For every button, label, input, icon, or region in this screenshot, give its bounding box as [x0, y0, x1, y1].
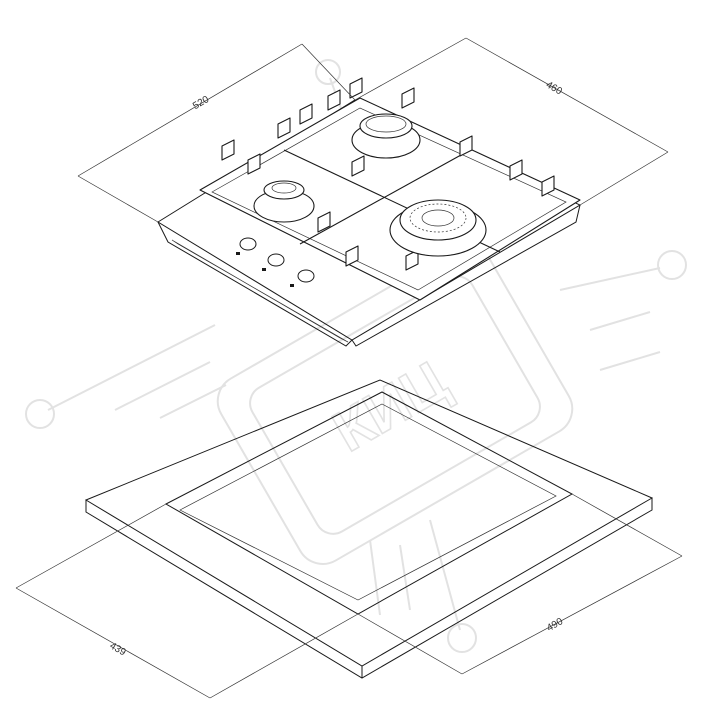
countertop-edge — [85, 498, 653, 679]
grate-finger — [351, 155, 365, 177]
grate-finger — [277, 117, 291, 139]
grate-finger — [509, 159, 523, 181]
knob-icon — [297, 269, 315, 283]
burner-wok-flame-ports — [409, 203, 467, 233]
grate-finger — [299, 103, 313, 125]
knob-icon — [267, 253, 285, 267]
ext-line-439-b — [209, 613, 359, 699]
grate-fingers — [221, 77, 555, 271]
dim-label-439: 439 — [108, 641, 128, 659]
burner-left-cap — [263, 180, 305, 200]
dim-line-439 — [15, 587, 211, 699]
grate-finger — [459, 135, 473, 157]
indicator-mark — [236, 252, 240, 255]
watermark-line-left-3 — [159, 384, 227, 419]
dim-line-490 — [461, 555, 683, 675]
ext-line-439-a — [15, 503, 167, 589]
knob-icon — [239, 237, 257, 251]
watermark-frame-outer — [216, 245, 574, 565]
burner-rear-cap — [359, 113, 413, 139]
burner-left — [253, 180, 315, 223]
watermark-circle-top — [315, 59, 341, 85]
grate-finger — [247, 153, 261, 175]
watermark-circle-bottom — [447, 623, 477, 653]
dim-label-460: 460 — [544, 80, 564, 98]
watermark-line-right-3 — [599, 351, 661, 371]
ext-line-460-a — [354, 37, 467, 101]
hob-plate-right-edge — [351, 204, 581, 347]
watermark-line-bottom-2 — [369, 539, 381, 616]
ext-line-490-b — [571, 493, 683, 557]
control-knobs — [236, 237, 315, 287]
watermark-line-right — [559, 267, 661, 291]
burner-wok-center — [421, 209, 455, 227]
grate-divider-2 — [299, 149, 471, 245]
cutout-inner-edge — [179, 403, 557, 601]
ext-line-520-b — [301, 43, 356, 101]
watermark-line-left — [47, 324, 216, 411]
watermark-line-right-2 — [589, 311, 651, 331]
burner-left-cap-top — [271, 182, 297, 194]
watermark-line-left-2 — [114, 361, 211, 411]
ext-line-520-a — [77, 175, 159, 223]
hob-plate-front-edge — [157, 221, 353, 347]
ext-line-460-b — [579, 151, 669, 206]
dim-label-520: 520 — [191, 94, 211, 112]
burner-rear — [351, 113, 421, 159]
hob-assembly — [157, 77, 582, 347]
indicator-mark — [262, 268, 266, 271]
hob-front-panel — [171, 239, 349, 343]
watermark-circle-left — [25, 399, 55, 429]
grate-finger — [345, 245, 359, 267]
watermark-frame-inner — [249, 275, 541, 535]
watermark-circle-right — [657, 250, 687, 280]
burner-wok-ring — [399, 199, 477, 241]
watermark-line-bottom-3 — [399, 544, 411, 611]
grate-finger — [327, 89, 341, 111]
dim-line-460 — [465, 37, 669, 153]
cutout-dimensions: 439 490 — [15, 493, 683, 699]
grate-finger — [221, 139, 235, 161]
watermark-text: КИЦ — [322, 348, 458, 464]
burner-wok — [389, 199, 487, 257]
ext-line-490-a — [357, 613, 463, 675]
grate-finger — [541, 175, 555, 197]
burner-rear-cap-top — [365, 115, 407, 133]
indicator-mark — [290, 284, 294, 287]
grate-finger — [317, 211, 331, 233]
dim-label-490: 490 — [545, 616, 565, 634]
grate-finger — [349, 77, 363, 99]
grate-finger — [401, 87, 415, 109]
dim-line-520 — [77, 43, 303, 177]
watermark-line-bottom — [429, 519, 461, 631]
